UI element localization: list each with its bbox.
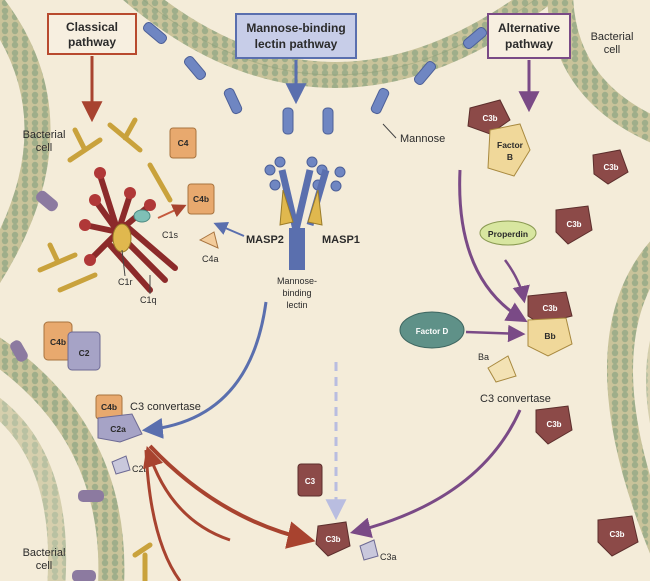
factor-b-line1: Factor <box>497 140 524 150</box>
alternative-pathway-line1: Alternative <box>498 21 560 35</box>
c4b-protein-top: C4b <box>187 183 215 215</box>
c1q-label: C1q <box>140 295 157 305</box>
factor-d-arrow <box>465 324 526 343</box>
masp2-label: MASP2 <box>246 234 284 246</box>
c1r-label: C1r <box>118 277 133 287</box>
svg-text:C3b: C3b <box>609 530 624 539</box>
svg-text:C4: C4 <box>178 138 189 148</box>
c1s-to-c4b-arrow <box>157 204 187 219</box>
svg-text:C3b: C3b <box>546 420 561 429</box>
mannose-residues <box>142 21 488 135</box>
c2-protein: C2 <box>67 331 101 371</box>
mbl-to-convertase-arrow <box>141 301 268 439</box>
svg-text:C3: C3 <box>305 477 316 486</box>
mbl-pathway-line1: Mannose-binding <box>246 21 345 35</box>
c3a-fragment: C3a <box>359 539 397 562</box>
factor-b-to-convertase-arrow <box>458 169 528 323</box>
c3b-protein-center: C3b <box>315 521 351 557</box>
svg-text:C2: C2 <box>79 348 90 358</box>
c1-complex <box>79 167 178 293</box>
classical-pathway-line2: pathway <box>68 35 116 49</box>
membrane-right <box>607 241 650 554</box>
svg-text:C3b: C3b <box>566 220 581 229</box>
masp2-to-c4b-arrow <box>213 221 245 237</box>
membrane-c3b-proteins: C3b C3b C3b C3b C3b <box>467 99 639 557</box>
svg-text:C3b: C3b <box>325 535 340 544</box>
ba-fragment: Ba <box>478 352 517 383</box>
mbl-pathway-line2: lectin pathway <box>255 37 338 51</box>
membrane-proteins-left <box>10 190 104 581</box>
classical-pathway-box: Classical pathway <box>47 13 137 55</box>
svg-text:C4a: C4a <box>202 254 219 264</box>
c4a-fragment: C4a <box>198 231 219 264</box>
classical-pathway-line1: Classical <box>66 20 118 34</box>
membrane-bottom-left <box>0 337 125 581</box>
mannose-binding-lectin <box>264 156 346 270</box>
mbl-pathway-box: Mannose-binding lectin pathway <box>235 13 357 59</box>
svg-text:C3b: C3b <box>482 114 497 123</box>
svg-text:C3b: C3b <box>603 163 618 172</box>
factor-d: Factor D <box>399 311 465 349</box>
svg-text:Properdin: Properdin <box>488 229 528 239</box>
membrane-top-left <box>0 0 51 283</box>
factor-b-line2: B <box>507 152 513 162</box>
svg-text:Bb: Bb <box>544 331 555 341</box>
svg-text:C3b: C3b <box>542 304 557 313</box>
properdin: Properdin <box>479 220 537 246</box>
c3-convertase-left-label: C3 convertase <box>130 401 201 413</box>
svg-text:C2b: C2b <box>132 464 149 474</box>
svg-text:C4b: C4b <box>193 194 209 204</box>
c3-convertase-right-label: C3 convertase <box>480 393 551 405</box>
mannose-label: Mannose <box>400 133 445 145</box>
svg-text:Factor D: Factor D <box>416 327 449 336</box>
c4b2a-convertase: C4b C2a <box>95 394 143 443</box>
svg-text:Ba: Ba <box>478 352 489 362</box>
c1s-label: C1s <box>162 230 179 240</box>
alternative-pathway-box: Alternative pathway <box>487 13 571 59</box>
classical-to-c3b-arrow <box>148 444 316 549</box>
c3b-to-convertase-arrow <box>503 259 530 304</box>
c3b-amplification-arrow <box>143 445 231 542</box>
c2b-fragment: C2b <box>111 455 149 475</box>
masp1-label: MASP1 <box>322 234 360 246</box>
c3bbb-convertase: C3b Bb <box>527 291 573 357</box>
svg-text:C4b: C4b <box>101 402 117 412</box>
svg-text:C3a: C3a <box>380 552 397 562</box>
factor-b-protein: Factor B <box>487 123 531 177</box>
c3-protein: C3 <box>297 463 323 497</box>
svg-text:C2a: C2a <box>110 424 126 434</box>
membrane-top-right <box>547 0 650 143</box>
alternative-to-c3b-arrow <box>349 409 522 539</box>
antibodies <box>37 117 173 581</box>
svg-text:C4b: C4b <box>50 337 66 347</box>
c4-protein: C4 <box>169 127 197 159</box>
alternative-pathway-line2: pathway <box>505 37 553 51</box>
